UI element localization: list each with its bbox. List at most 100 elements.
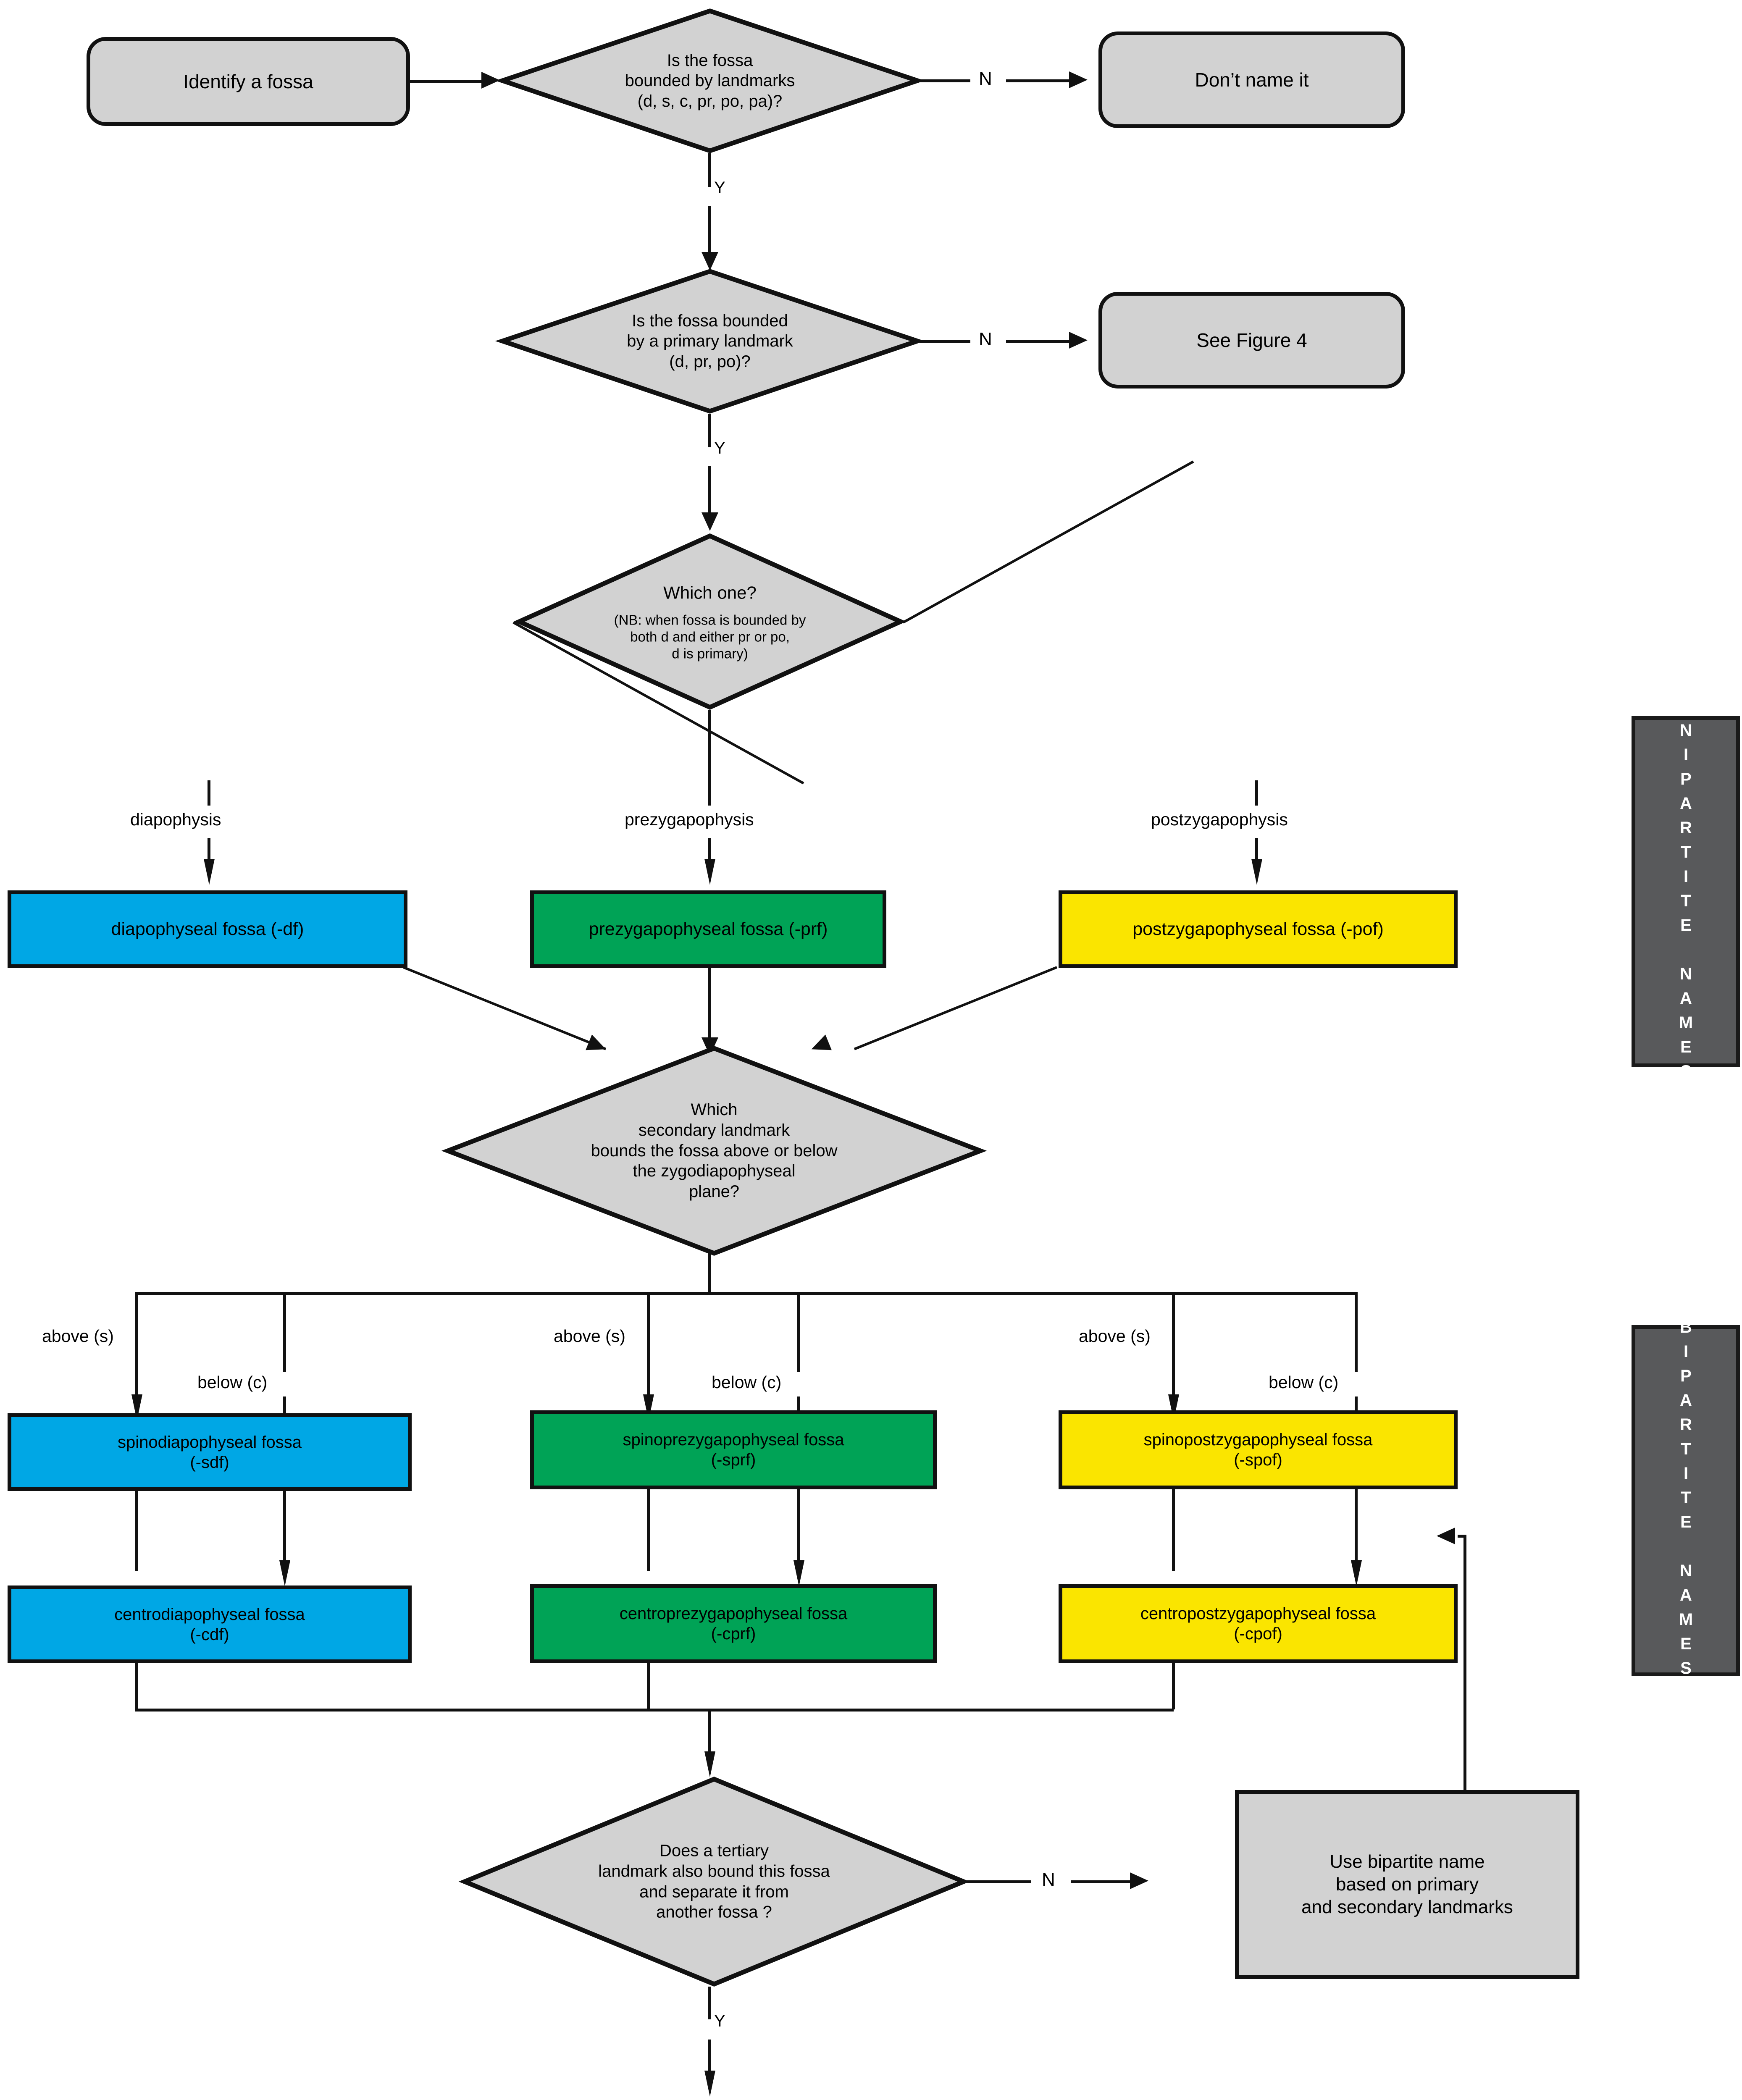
decision-which-one-note: (NB: when fossa is bounded by both d and… [614,612,806,662]
edge-label-q2-no: N [979,329,992,349]
box-spinopostzygapophyseal-fossa[interactable]: spinopostzygapophyseal fossa (-spof) [1059,1410,1458,1489]
arrowhead-bipartite-feedback [1437,1528,1455,1544]
node-use-bipartite-name[interactable]: Use bipartite name based on primary and … [1235,1790,1579,1979]
edge-q2-no-2 [1006,340,1069,343]
edge-cdf-down [135,1663,138,1709]
edge-label-diapophysis: diapophysis [130,810,221,829]
node-use-bipartite-name-label: Use bipartite name based on primary and … [1301,1851,1513,1917]
edge-sdf-to-cdf [135,1491,138,1571]
edge-bipartite-feedback-horizontal [1458,1535,1466,1538]
diamond-shape [495,8,925,153]
sidebar-unipartite-names: UNIPARTITE NAMES [1632,697,1740,1087]
box-centroprezygapophyseal-fossa[interactable]: centroprezygapophyseal fossa (-cprf) [530,1584,937,1663]
decision-bounded-by-landmarks-label: Is the fossa bounded by landmarks (d, s,… [625,51,795,110]
box-centrodiapophyseal-fossa[interactable]: centrodiapophyseal fossa (-cdf) [8,1586,412,1663]
box-spinoprezygapophyseal-fossa-label: spinoprezygapophyseal fossa (-sprf) [623,1431,844,1469]
edge-label-blue-below-c: below (c) [197,1373,268,1392]
edge-q3-postzyg-vertical [1255,780,1258,806]
edge-q2-no [920,340,970,343]
edge-cprf-down [647,1663,650,1709]
arrowhead-q1-no [1069,71,1088,88]
diamond-shape [458,1777,970,1987]
arrowhead-collector-to-q5 [704,1751,715,1777]
edge-postzygapophyseal-to-q4 [854,966,1058,1050]
box-diapophyseal-fossa[interactable]: diapophyseal fossa (-df) [8,890,407,968]
edge-bipartite-feedback-vertical [1463,1535,1466,1792]
edge-bipartite-collector-bus [135,1709,1174,1712]
edge-label-q2-yes: Y [714,439,725,457]
arrowhead-postzygapophysis [1251,859,1262,885]
diamond-shape [441,1046,987,1256]
edge-diapophyseal-to-q4 [402,966,607,1050]
edge-q4-bottom-stub [708,1253,711,1292]
edge-sprf-to-cprf [647,1489,650,1571]
node-identify-fossa[interactable]: Identify a fossa [87,37,410,126]
edge-label-postzygapophysis: postzygapophysis [1151,810,1288,829]
edge-label-q5-no: N [1042,1869,1055,1890]
edge-q5-no-2 [1071,1880,1130,1883]
arrowhead-yellow-below-c [1351,1560,1362,1586]
arrowhead-diapophysis [204,859,215,885]
arrowhead-blue-below-c [279,1560,290,1586]
decision-tertiary-landmark[interactable]: Does a tertiary landmark also bound this… [458,1777,970,1987]
edge-q5-no [964,1880,1031,1883]
edge-q3-postzyg-vertical-2 [1255,838,1258,859]
edge-q1-no [920,79,970,82]
arrowhead-q2-yes [702,512,718,531]
edge-label-blue-above-s: above (s) [42,1326,114,1346]
edge-q3-prezyg-vertical-2 [708,838,711,859]
sidebar-bipartite-names: BIPARTITE NAMES [1632,1318,1740,1683]
edge-green-below-c [797,1292,800,1372]
decision-primary-landmark[interactable]: Is the fossa bounded by a primary landma… [495,269,925,414]
edge-q3-to-postzygapophysis-slant [902,460,1194,624]
edge-yellow-below-c [1355,1292,1358,1372]
edge-spof-to-cpof [1172,1489,1175,1571]
sidebar-unipartite-names-label: UNIPARTITE NAMES [1676,697,1695,1087]
sidebar-bipartite-names-label: BIPARTITE NAMES [1676,1318,1695,1683]
node-see-figure-4[interactable]: See Figure 4 [1098,292,1405,388]
edge-collector-to-q5 [708,1709,711,1755]
edge-q1-yes [708,153,711,187]
edge-q5-yes-2 [708,2040,711,2071]
arrowhead-q2-no [1069,332,1088,349]
node-see-figure-4-label: See Figure 4 [1196,329,1307,351]
edge-label-q1-no: N [979,68,992,89]
edge-q3-prezyg-vertical [708,710,711,806]
box-postzygapophyseal-fossa-label: postzygapophyseal fossa (-pof) [1132,919,1384,939]
box-spinopostzygapophyseal-fossa-label: spinopostzygapophyseal fossa (-spof) [1143,1431,1373,1469]
box-spinodiapophyseal-fossa[interactable]: spinodiapophyseal fossa (-sdf) [8,1413,412,1491]
edge-label-yellow-above-s: above (s) [1079,1326,1151,1346]
diamond-shape [513,533,906,710]
edge-q4-distribution-bus [135,1292,1358,1295]
edge-blue-above-s [135,1292,138,1397]
edge-cpof-down [1172,1663,1175,1709]
box-prezygapophyseal-fossa-label: prezygapophyseal fossa (-prf) [589,919,828,939]
node-dont-name-it[interactable]: Don’t name it [1098,32,1405,128]
node-dont-name-it-label: Don’t name it [1195,68,1309,91]
edge-q5-yes [708,1987,711,2019]
decision-which-one-label: Which one? [663,583,757,603]
decision-which-primary-landmark[interactable]: Which one? (NB: when fossa is bounded by… [513,533,906,710]
arrowhead-q1-yes [702,252,718,270]
box-centrodiapophyseal-fossa-label: centrodiapophyseal fossa (-cdf) [114,1605,305,1644]
decision-primary-landmark-label: Is the fossa bounded by a primary landma… [627,311,793,371]
edge-label-green-below-c: below (c) [712,1373,782,1392]
edge-q1-yes-2 [708,206,711,252]
box-centropostzygapophyseal-fossa[interactable]: centropostzygapophyseal fossa (-cpof) [1059,1584,1458,1663]
edge-q2-yes-2 [708,466,711,512]
decision-bounded-by-landmarks[interactable]: Is the fossa bounded by landmarks (d, s,… [495,8,925,153]
edge-yellow-above-s [1172,1292,1175,1397]
edge-q1-no-2 [1006,79,1069,82]
box-prezygapophyseal-fossa[interactable]: prezygapophyseal fossa (-prf) [530,890,886,968]
decision-secondary-landmark[interactable]: Which secondary landmark bounds the foss… [441,1046,987,1256]
box-postzygapophyseal-fossa[interactable]: postzygapophyseal fossa (-pof) [1059,890,1458,968]
edge-blue-below-c [283,1292,286,1372]
arrowhead-q5-yes [704,2071,715,2097]
box-centropostzygapophyseal-fossa-label: centropostzygapophyseal fossa (-cpof) [1140,1604,1376,1643]
edge-q3-diapophysis-vertical-2 [208,838,210,859]
arrowhead-green-below-c [793,1560,804,1586]
decision-which-primary-landmark-text: Which one? (NB: when fossa is bounded by… [517,574,903,662]
box-centroprezygapophyseal-fossa-label: centroprezygapophyseal fossa (-cprf) [619,1604,848,1643]
box-spinoprezygapophyseal-fossa[interactable]: spinoprezygapophyseal fossa (-sprf) [530,1410,937,1489]
